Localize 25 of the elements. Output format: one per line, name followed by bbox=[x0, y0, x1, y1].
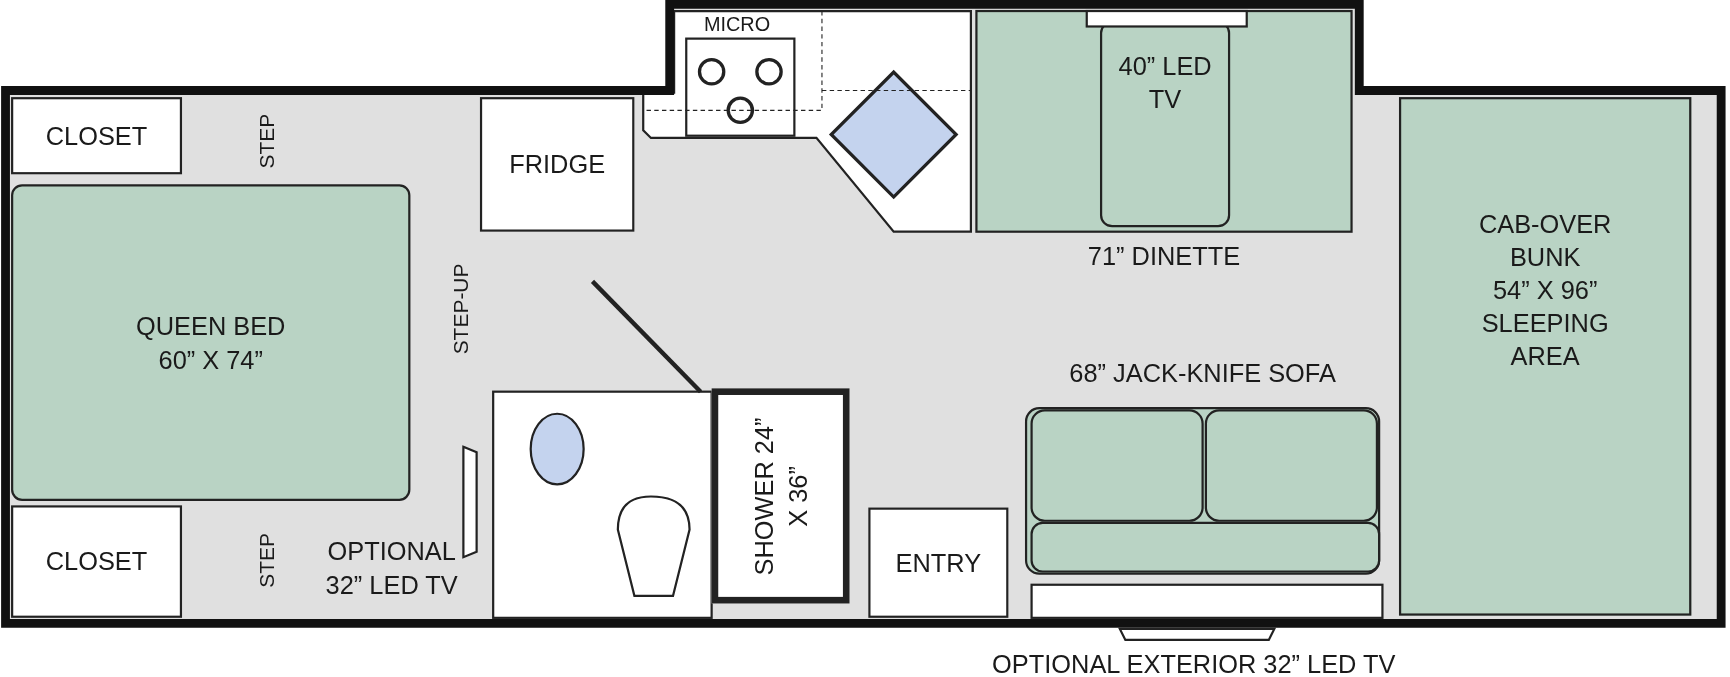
step-label: STEP bbox=[253, 113, 280, 169]
area-label: 71” DINETTE bbox=[1087, 240, 1241, 273]
entry-area bbox=[868, 507, 1009, 618]
fridge bbox=[479, 97, 635, 232]
tv-label: OPTIONAL EXTERIOR 32” LED TV bbox=[992, 648, 1396, 677]
room-label: SHOWER 24” X 36” bbox=[748, 416, 813, 577]
room-label: ENTRY bbox=[895, 547, 982, 580]
room-label: 60” X 74” bbox=[158, 343, 263, 376]
room-label: CLOSET bbox=[45, 546, 148, 578]
appliance-label: MICRO bbox=[703, 12, 771, 38]
room-label: 54” X 96” SLEEPING AREA bbox=[1480, 274, 1610, 373]
tv-label: OPTIONAL 32” LED TV bbox=[324, 536, 459, 602]
bed bbox=[11, 184, 411, 501]
room-label: FRIDGE bbox=[509, 149, 606, 181]
room-label: QUEEN BED bbox=[136, 310, 286, 343]
closet-area bbox=[11, 97, 183, 175]
bunk bbox=[1399, 97, 1692, 616]
closet-area bbox=[11, 505, 183, 618]
shower bbox=[711, 388, 850, 604]
step-label: STEP bbox=[253, 533, 280, 588]
area-label: 68” JACK-KNIFE SOFA bbox=[1069, 357, 1336, 390]
tv-label: 40” LED TV bbox=[1117, 50, 1213, 116]
room-label: CAB-OVER BUNK bbox=[1477, 208, 1613, 274]
room-label: CLOSET bbox=[45, 120, 148, 153]
step-label: STEP-UP bbox=[448, 263, 474, 355]
